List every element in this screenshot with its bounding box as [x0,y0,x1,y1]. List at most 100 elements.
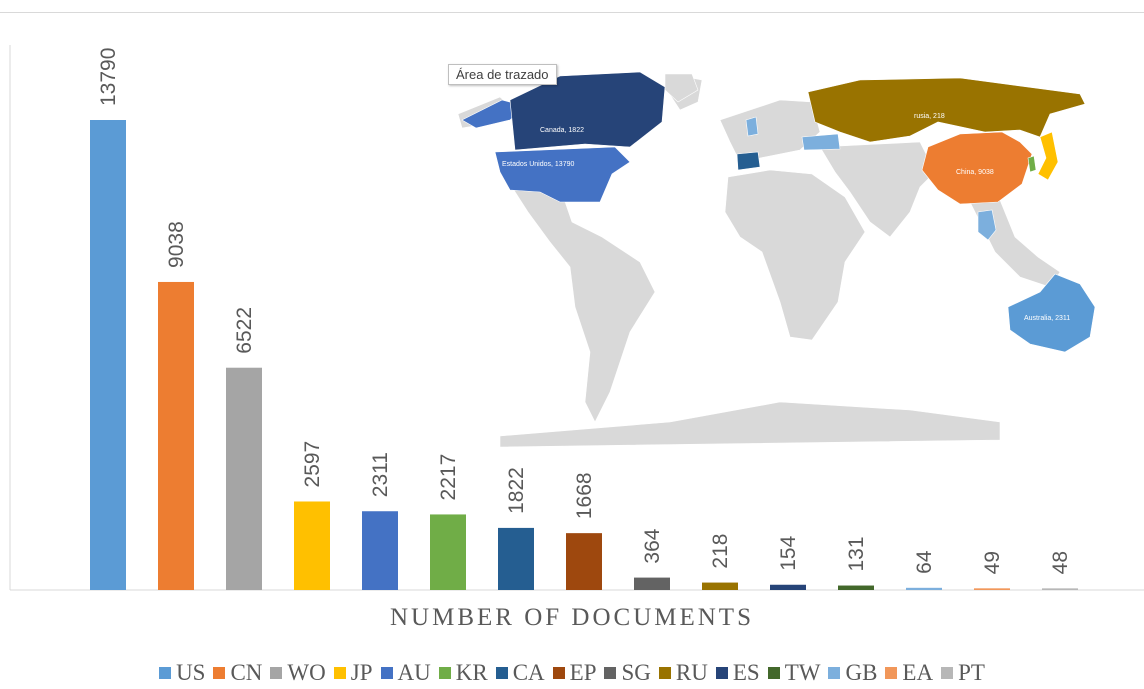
bar-pt[interactable] [1042,588,1078,590]
legend-swatch [604,667,617,679]
bar-chart: 13790 9038 6522 2597 2311 2217 1822 1668 364 218 1… [9,45,1144,591]
legend-item-kr[interactable]: KR [438,660,488,686]
data-label-ru: 218 [709,534,732,569]
legend-item-au[interactable]: AU [380,660,431,686]
world-map[interactable]: Canada, 1822 Estados Unidos, 13790 rusia… [440,62,1144,454]
data-label-au: 2311 [369,452,392,497]
top-rule [0,12,1144,13]
legend-label: CN [230,660,263,685]
bar-cn[interactable] [158,281,194,590]
bar-ca[interactable] [498,527,534,590]
legend-swatch [270,667,283,679]
map-usa[interactable] [494,146,631,203]
bar-ru[interactable] [702,582,738,590]
bar-gb[interactable] [906,587,942,590]
legend-label: EP [569,660,597,685]
legend-label: US [176,660,206,685]
bar-ep[interactable] [566,533,602,590]
legend-label: CA [512,660,545,685]
legend-swatch [552,667,565,679]
data-label-es: 154 [777,535,800,570]
x-axis-title: NUMBER OF DOCUMENTS [390,604,754,631]
map-japan[interactable] [1037,131,1059,181]
legend-swatch [767,667,780,679]
legend-item-ea[interactable]: EA [885,660,933,686]
data-label-us: 13790 [97,48,120,106]
legend-swatch [941,667,954,679]
legend-swatch [495,667,508,679]
map-china[interactable] [921,131,1033,205]
bar-kr[interactable] [430,514,466,590]
legend-item-es[interactable]: ES [715,660,760,686]
bar-au[interactable] [362,511,398,590]
data-label-ep: 1668 [573,472,596,519]
legend-item-wo[interactable]: WO [270,660,326,686]
legend-label: GB [845,660,878,685]
map-spain[interactable] [736,151,761,171]
legend-swatch [715,667,728,679]
legend-label: KR [455,660,488,685]
map-se-asia[interactable] [977,209,997,241]
legend-item-us[interactable]: US [159,660,205,686]
map-canada[interactable] [509,71,666,151]
map-label-china: China, 9038 [956,169,994,176]
legend-label: WO [287,660,326,685]
bar-ea[interactable] [974,588,1010,590]
map-label-australia: Australia, 2311 [1024,315,1070,322]
map-korea[interactable] [1027,155,1037,173]
legend-swatch [438,667,451,679]
legend-label: RU [675,660,708,685]
bar-us[interactable] [90,120,126,590]
legend-label: JP [350,660,373,685]
map-label-russia: rusia, 218 [914,113,945,120]
bar-sg[interactable] [634,577,670,590]
data-label-gb: 64 [913,550,936,574]
data-label-jp: 2597 [301,441,324,488]
legend-item-ep[interactable]: EP [552,660,597,686]
data-label-tw: 131 [845,536,868,571]
bar-jp[interactable] [294,501,330,590]
bar-es[interactable] [770,584,806,590]
legend-item-ca[interactable]: CA [495,660,545,686]
legend-swatch [333,667,346,679]
chart-legend: US CN WO JP AU KR CA EP SG RU ES TW GB EA PT [0,660,1144,686]
legend-item-cn[interactable]: CN [213,660,262,686]
legend-swatch [380,667,393,679]
map-land-europe [719,99,821,163]
legend-label: ES [732,660,760,685]
legend-item-pt[interactable]: PT [941,660,985,686]
map-label-usa: Estados Unidos, 13790 [502,161,574,168]
legend-swatch [658,667,671,679]
map-uk[interactable] [745,116,759,137]
legend-swatch [159,667,172,679]
map-land-latin-america [509,183,656,423]
map-label-canada: Canada, 1822 [540,127,584,134]
legend-item-ru[interactable]: RU [658,660,708,686]
map-land-africa [724,169,866,341]
map-plot-area-tooltip: Área de trazado [448,64,557,85]
legend-item-tw[interactable]: TW [767,660,821,686]
legend-label: SG [621,660,651,685]
bar-tw[interactable] [838,585,874,590]
legend-label: EA [902,660,934,685]
map-russia[interactable] [807,77,1086,143]
legend-swatch [885,667,898,679]
legend-label: PT [958,660,985,685]
legend-swatch [828,667,841,679]
data-label-kr: 2217 [437,454,460,501]
data-label-sg: 364 [641,528,664,563]
legend-item-gb[interactable]: GB [828,660,877,686]
legend-item-sg[interactable]: SG [604,660,651,686]
data-label-ea: 49 [981,551,1004,574]
map-land-antarctica [499,401,1001,448]
legend-item-jp[interactable]: JP [333,660,373,686]
map-turkey[interactable] [801,133,841,151]
data-label-ca: 1822 [505,467,528,514]
data-label-cn: 9038 [165,221,188,268]
legend-label: AU [397,660,431,685]
data-label-wo: 6522 [233,307,256,354]
legend-label: TW [784,660,821,685]
bar-wo[interactable] [226,367,262,590]
map-australia[interactable] [1007,273,1096,353]
data-label-pt: 48 [1049,551,1072,574]
